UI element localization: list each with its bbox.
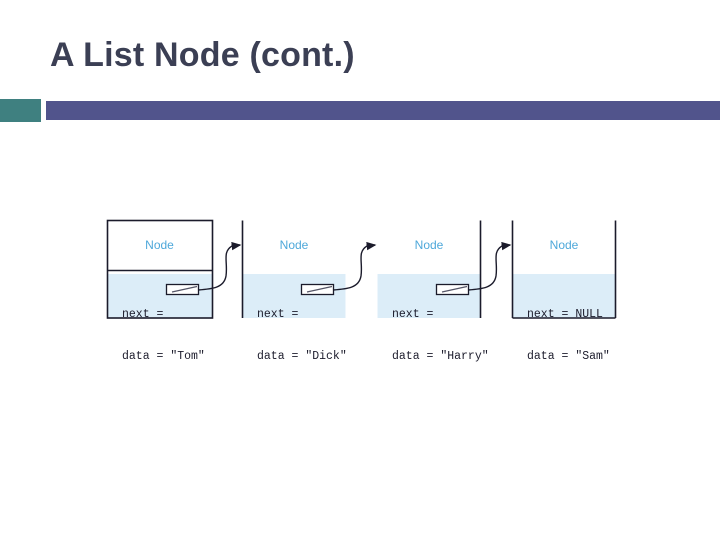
connector-arrow-2 <box>332 241 377 291</box>
accent-square <box>0 99 41 122</box>
node-next-row-4: next = NULL <box>527 308 610 322</box>
node-fields-4: next = NULL data = "Sam" <box>527 280 610 392</box>
node-next-label-1: next = <box>122 308 164 321</box>
node-fields-1: next = data = "Tom" <box>122 280 205 392</box>
page-title: A List Node (cont.) <box>50 36 355 74</box>
node-next-label-3: next = <box>392 308 434 321</box>
node-next-row-2: next = <box>257 308 347 322</box>
node-fields-2: next = data = "Dick" <box>257 280 347 392</box>
node-data-label-1: data = <box>122 350 171 363</box>
node-data-row-2: data = "Dick" <box>257 350 347 364</box>
node-fields-3: next = data = "Harry" <box>392 280 489 392</box>
connector-arrow-1 <box>197 241 242 291</box>
node-next-row-3: next = <box>392 308 489 322</box>
node-next-label-2: next = <box>257 308 299 321</box>
connector-arrow-3 <box>467 241 512 291</box>
node-box-1 <box>106 219 214 319</box>
node-next-label-4: next = <box>527 308 576 321</box>
node-title-4: Node <box>549 238 579 252</box>
node-title-1: Node <box>145 238 174 252</box>
node-box-2 <box>241 220 346 318</box>
title-divider <box>0 99 720 124</box>
node-data-value-4: "Sam" <box>575 350 610 363</box>
node-box-3 <box>377 220 482 318</box>
node-title-2: Node <box>279 238 309 252</box>
node-data-row-1: data = "Tom" <box>122 350 205 364</box>
accent-bar <box>46 101 720 120</box>
node-data-value-3: "Harry" <box>440 350 489 363</box>
node-data-label-4: data = <box>527 350 576 363</box>
node-box-4 <box>511 220 617 319</box>
node-data-row-3: data = "Harry" <box>392 350 489 364</box>
node-data-value-1: "Tom" <box>170 350 205 363</box>
node-title-3: Node <box>414 238 444 252</box>
node-data-label-2: data = <box>257 350 306 363</box>
node-next-value-4: NULL <box>575 308 603 321</box>
node-data-row-4: data = "Sam" <box>527 350 610 364</box>
node-data-value-2: "Dick" <box>305 350 347 363</box>
node-data-label-3: data = <box>392 350 441 363</box>
node-next-row-1: next = <box>122 308 205 322</box>
